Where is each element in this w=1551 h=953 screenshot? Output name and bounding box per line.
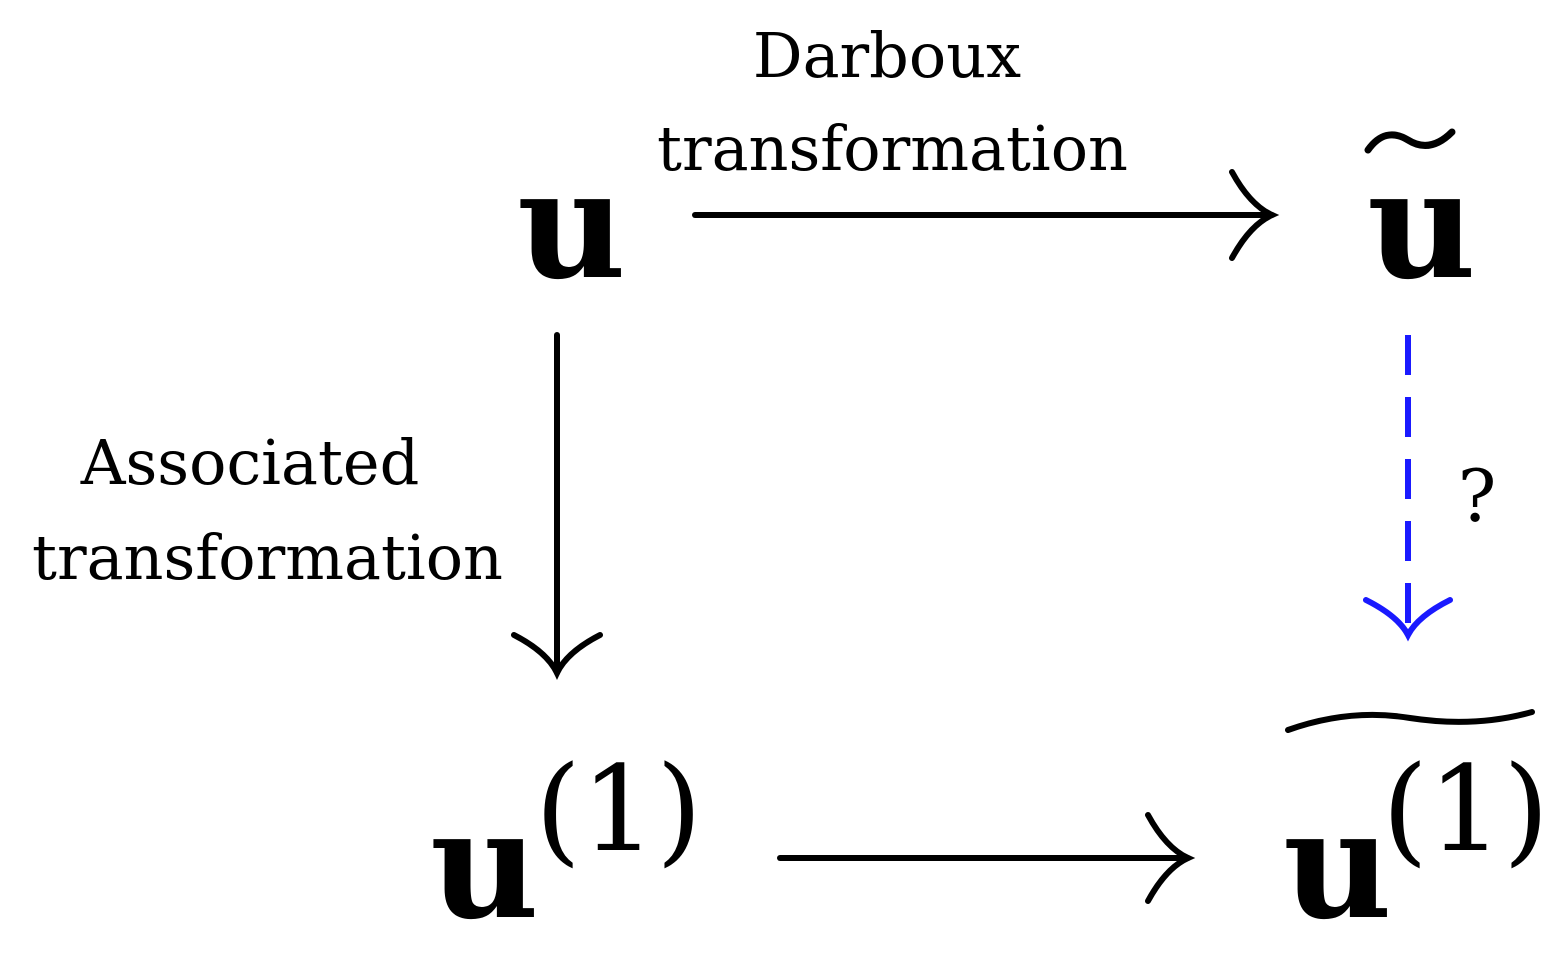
node-u1-base: u [430,777,540,953]
bottom-arrow [777,812,1196,904]
node-u: u [517,137,627,313]
associated-arrow [511,332,603,680]
associated-label-line2: transformation [32,521,503,594]
node-u1-tilde-superscript: (1) [1382,740,1550,878]
node-u-tilde: u [1367,137,1477,313]
tilde-mark-wide [1285,709,1535,733]
associated-label-line1: Associated [80,426,420,499]
arrows-layer [511,128,1535,904]
node-u1-superscript: (1) [535,740,703,878]
darboux-arrow [692,169,1280,261]
tilde-mark-small [1364,128,1456,154]
node-u1-tilde-base: u [1283,777,1393,953]
darboux-label-line1: Darboux [752,19,1022,92]
darboux-label-line2: transformation [657,112,1128,185]
question-mark: ? [1457,454,1497,538]
unknown-dashed-arrow [1363,335,1453,642]
